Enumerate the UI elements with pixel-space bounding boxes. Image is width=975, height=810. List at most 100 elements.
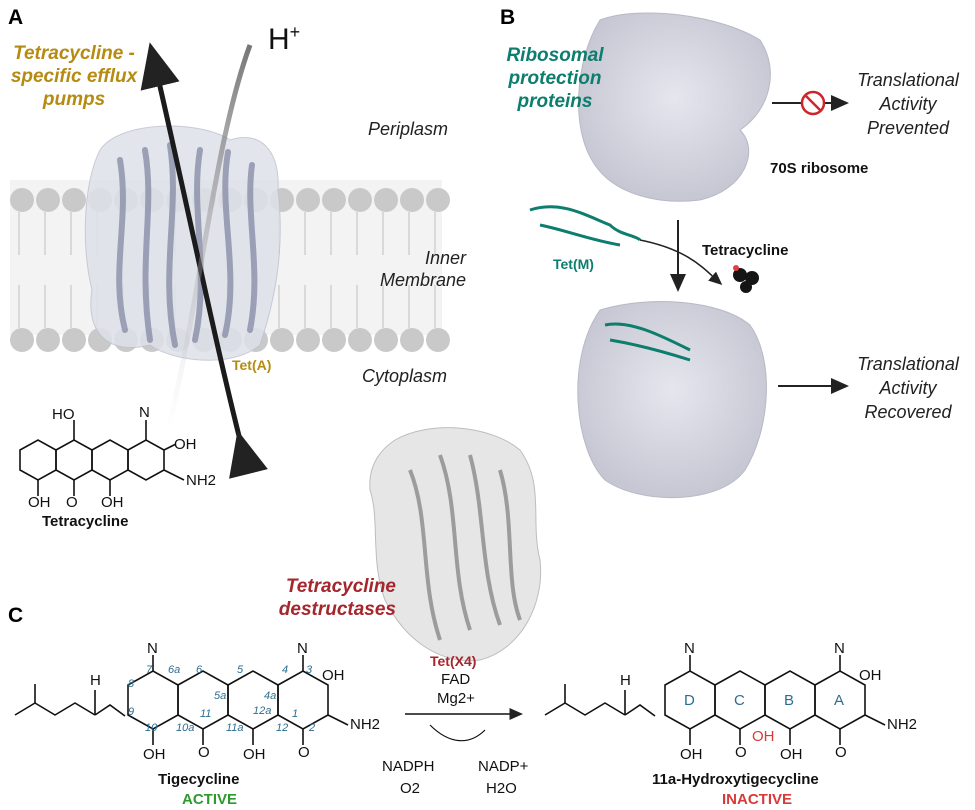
- position-number: 12a: [253, 705, 272, 717]
- lipid-head: [296, 328, 320, 352]
- lipid-head: [348, 328, 372, 352]
- cofactor-arc: [429, 724, 486, 742]
- tig-h: H: [90, 672, 101, 689]
- fad-label: FAD: [441, 671, 471, 688]
- position-number: 2: [309, 722, 316, 734]
- lipid-head: [374, 328, 398, 352]
- ring-a: A: [834, 692, 845, 709]
- tet-m-protein: [529, 205, 691, 362]
- tc-ho: HO: [52, 406, 75, 423]
- cytoplasm-label: Cytoplasm: [362, 366, 448, 386]
- tet-x4-label: Tet(X4): [430, 653, 477, 669]
- recovered-label: Translational Activity Recovered: [857, 354, 959, 422]
- hyd-oh-3: OH: [780, 746, 803, 763]
- ribosome-bottom: [577, 301, 767, 499]
- hyd-oh-new: OH: [752, 728, 775, 745]
- position-number: 6a: [168, 664, 181, 676]
- prevented-label: Translational Activity Prevented: [857, 70, 959, 138]
- lipid-head: [36, 188, 60, 212]
- hyd-n-1: N: [684, 640, 695, 657]
- periplasm-label: Periplasm: [368, 119, 449, 139]
- tc-oh-2: OH: [28, 494, 51, 511]
- lipid-head: [10, 188, 34, 212]
- tet-a-label: Tet(A): [232, 357, 272, 373]
- nadp-label: NADP+: [478, 758, 529, 775]
- tig-o-2: O: [298, 744, 310, 761]
- tetracycline-b-label: Tetracycline: [702, 242, 789, 259]
- tc-oh-1: OH: [174, 436, 197, 453]
- lipid-head: [296, 188, 320, 212]
- tet-x4-protein: [369, 427, 542, 662]
- ring-c: C: [734, 692, 745, 709]
- position-number: 10a: [176, 722, 195, 734]
- hyd-o-2: O: [835, 744, 847, 761]
- tig-nh2: NH2: [350, 716, 381, 733]
- tig-n-2: N: [297, 640, 308, 657]
- lipid-head: [10, 328, 34, 352]
- tigecycline-structure: [14, 655, 349, 745]
- tig-n-1: N: [147, 640, 158, 657]
- position-number: 11a: [226, 722, 244, 734]
- lipid-head: [62, 328, 86, 352]
- proton-arrow: [165, 44, 253, 431]
- position-number: 3: [306, 664, 313, 676]
- ring-b: B: [784, 692, 795, 709]
- prohibited-icon: [800, 90, 826, 116]
- position-number: 5: [237, 664, 244, 676]
- hyd-oh-1: OH: [859, 667, 882, 684]
- rpp-title: Ribosomal protection proteins: [506, 45, 604, 112]
- lipid-head: [400, 188, 424, 212]
- position-number: 7: [146, 664, 153, 676]
- tc-n: N: [139, 404, 150, 421]
- lipid-head: [426, 328, 450, 352]
- panel-c-label: C: [8, 604, 24, 627]
- tetracycline-ligand: [733, 265, 759, 293]
- inner-membrane-label: Inner Membrane: [380, 248, 467, 290]
- position-number: 4: [282, 664, 289, 676]
- inactive-label: INACTIVE: [722, 791, 793, 808]
- ribosome-top: [578, 12, 771, 202]
- tetracycline-structure: [19, 420, 185, 496]
- position-number: 4a: [264, 690, 277, 702]
- release-arrow: [639, 239, 723, 285]
- proton-label: H+: [268, 22, 301, 56]
- active-label: ACTIVE: [182, 791, 238, 808]
- tigecycline-caption: Tigecycline: [158, 771, 240, 788]
- ribosome-label: 70S ribosome: [770, 160, 869, 177]
- lipid-head: [400, 328, 424, 352]
- position-number: 5a: [214, 690, 227, 702]
- position-number: 11: [200, 708, 212, 720]
- mg-label: Mg2+: [437, 690, 475, 707]
- destructases-title: Tetracycline destructases: [278, 576, 396, 620]
- position-number: 8: [128, 678, 135, 690]
- tig-o-1: O: [198, 744, 210, 761]
- hyd-oh-2: OH: [680, 746, 703, 763]
- position-number: 6: [196, 664, 203, 676]
- lipid-head: [322, 188, 346, 212]
- hyd-nh2: NH2: [887, 716, 918, 733]
- nadph-label: NADPH: [382, 758, 435, 775]
- lipid-head: [36, 328, 60, 352]
- position-number: 10: [145, 722, 158, 734]
- lipid-head: [270, 328, 294, 352]
- lipid-head: [62, 188, 86, 212]
- tet-a-protein: [84, 125, 281, 361]
- panel-a-label: A: [8, 6, 24, 29]
- tig-oh-1: OH: [322, 667, 345, 684]
- hyd-o-1: O: [735, 744, 747, 761]
- lipid-head: [348, 188, 372, 212]
- hydroxytigecycline-structure: [544, 655, 886, 745]
- hyd-n-2: N: [834, 640, 845, 657]
- efflux-title: Tetracycline -specific efflux pumps: [10, 43, 138, 110]
- tc-oh-3: OH: [101, 494, 124, 511]
- position-number: 1: [292, 708, 299, 720]
- hydroxytigecycline-caption: 11a-Hydroxytigecycline: [652, 771, 819, 788]
- lipid-head: [322, 328, 346, 352]
- position-number: 12: [276, 722, 289, 734]
- tet-m-label: Tet(M): [553, 256, 594, 272]
- hyd-h: H: [620, 672, 631, 689]
- position-number: 9: [128, 706, 135, 718]
- lipid-head: [374, 188, 398, 212]
